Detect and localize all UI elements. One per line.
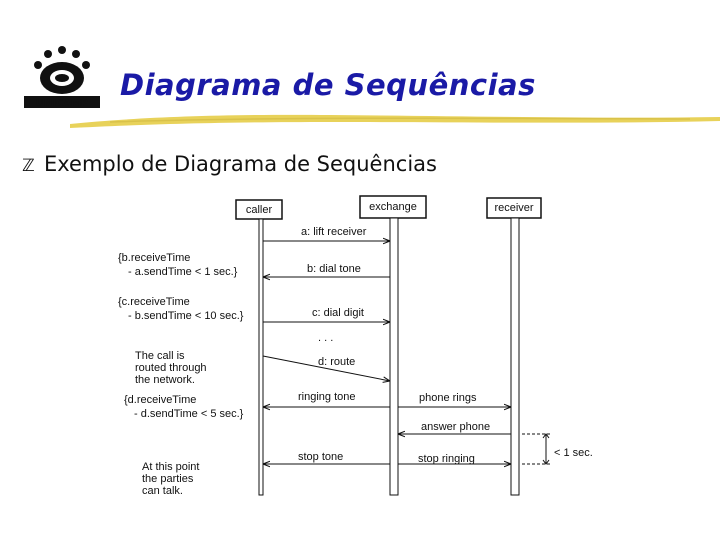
constraint-text: - b.sendTime < 10 sec.}	[128, 310, 244, 322]
message-arrow	[262, 355, 390, 381]
constraint-text: {d.receiveTime	[124, 394, 196, 406]
message-label: stop tone	[298, 451, 343, 463]
activation-receiver	[510, 217, 520, 496]
activation-caller	[258, 218, 264, 496]
note-text: routed through	[135, 362, 207, 374]
constraint-text: - a.sendTime < 1 sec.}	[128, 266, 238, 278]
constraint-text: - d.sendTime < 5 sec.}	[134, 408, 244, 420]
title-underline-bar	[70, 114, 720, 128]
note-text: can talk.	[142, 485, 183, 497]
message-label: phone rings	[419, 392, 477, 404]
note-text: At this point	[142, 461, 199, 473]
note-text: the network.	[135, 374, 195, 386]
message-label: stop ringing	[418, 453, 475, 465]
logo-text: UNICAMP	[36, 98, 89, 109]
activation-exchange	[389, 217, 399, 496]
message-ellipsis: . . .	[318, 332, 333, 344]
message-label: d: route	[318, 356, 355, 368]
message-label: a: lift receiver	[301, 226, 367, 238]
constraint-text: {b.receiveTime	[118, 252, 190, 264]
message-label: b: dial tone	[307, 263, 361, 275]
page-title: Diagrama de Sequências	[120, 68, 536, 102]
constraint-text: {c.receiveTime	[118, 296, 190, 308]
message-label: ringing tone	[298, 391, 356, 403]
bullet-item: ℤ Exemplo de Diagrama de Sequências	[22, 152, 437, 176]
timing-bracket-arrows	[542, 433, 550, 465]
object-label-receiver: receiver	[494, 202, 533, 214]
note-text: The call is	[135, 350, 185, 362]
timing-label: < 1 sec.	[554, 447, 593, 459]
object-label-exchange: exchange	[369, 201, 417, 213]
message-label: answer phone	[421, 421, 490, 433]
message-label: c: dial digit	[312, 307, 364, 319]
note-text: the parties	[142, 473, 194, 485]
unicamp-logo: UNICAMP	[24, 46, 100, 109]
bullet-text: Exemplo de Diagrama de Sequências	[44, 152, 437, 176]
object-label-caller: caller	[246, 204, 273, 216]
z-bullet-icon: ℤ	[22, 156, 35, 176]
